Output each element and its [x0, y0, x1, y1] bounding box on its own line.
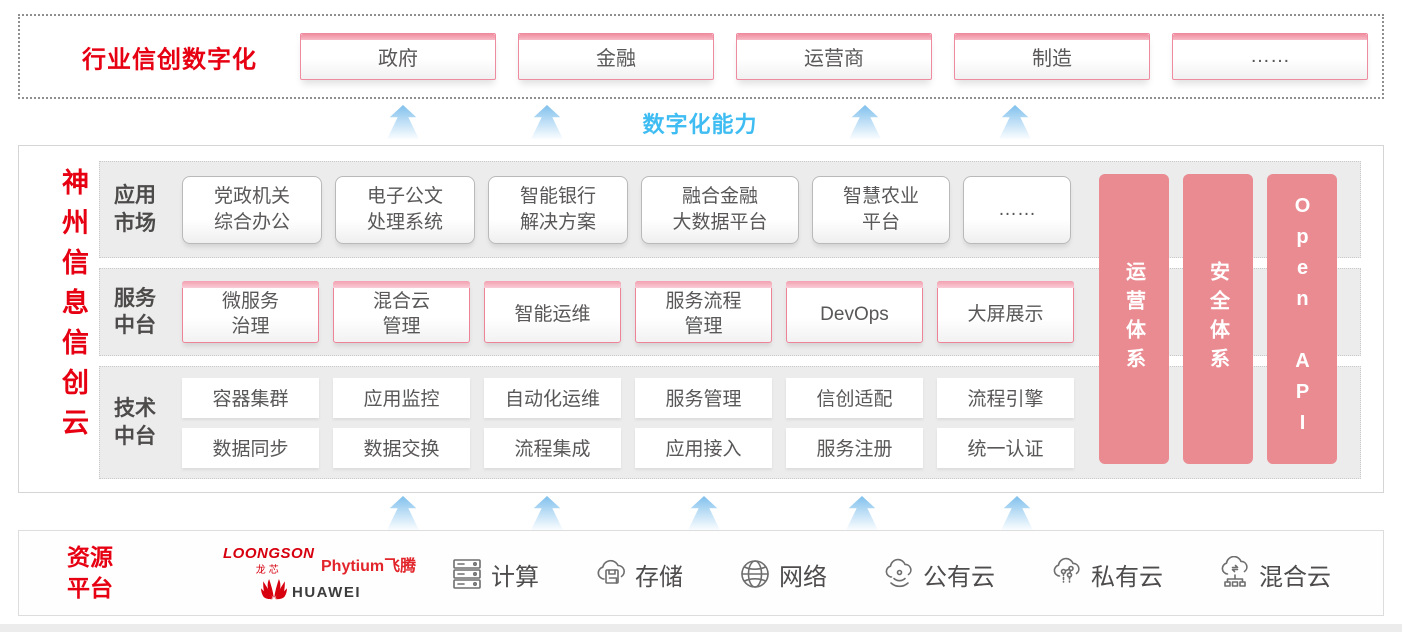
tech-box: 服务管理: [635, 377, 772, 418]
tech-box: 容器集群: [182, 377, 319, 418]
xinchuang-cloud-panel: 神州信息信创云 应用 市场 党政机关 综合办公电子公文 处理系统智能银行 解决方…: [18, 145, 1384, 493]
network-globe-icon: [737, 556, 773, 592]
huawei-flower-icon: [261, 579, 287, 606]
huawei-logo: HUAWEI: [261, 579, 361, 606]
pillar: 安全体系: [1183, 174, 1253, 464]
up-arrow-icon: [688, 496, 720, 530]
resource-label: 网络: [779, 563, 827, 591]
storage-cloud-icon: [593, 556, 629, 592]
up-arrow-icon: [387, 496, 419, 530]
phytium-logo: Phytium飞腾: [321, 558, 417, 575]
tech-box: 服务注册: [786, 427, 923, 468]
tech-boxes-top: 容器集群应用监控自动化运维服务管理信创适配流程引擎: [182, 377, 1074, 418]
loongson-cn-label: 龙芯: [255, 565, 282, 576]
app-market-box: 融合金融 大数据平台: [641, 175, 799, 244]
app-market-box: 电子公文 处理系统: [335, 175, 475, 244]
service-box: 大屏展示: [937, 281, 1074, 343]
industry-box: 制造: [954, 33, 1150, 80]
resource-platform-label: 资源 平台: [67, 543, 113, 601]
tech-box: 流程引擎: [937, 377, 1074, 418]
app-market-box: 党政机关 综合办公: [182, 175, 322, 244]
up-arrow-icon: [531, 105, 563, 139]
loongson-logo: LOONGSON 龙芯: [223, 545, 315, 576]
up-arrow-icon: [387, 105, 419, 139]
tech-platform-label: 技术 中台: [114, 397, 156, 448]
resource-platform-band: 资源 平台 LOONGSON 龙芯 Phytium飞腾: [18, 530, 1384, 616]
tech-box: 数据交换: [333, 427, 470, 468]
resource-label: 私有云: [1091, 563, 1163, 591]
up-arrow-icon: [849, 105, 881, 139]
service-box: 智能运维: [484, 281, 621, 343]
industry-box: 金融: [518, 33, 714, 80]
tech-boxes-bottom: 数据同步数据交换流程集成应用接入服务注册统一认证: [182, 427, 1074, 468]
resource-item: 公有云: [881, 556, 995, 592]
resource-item: 存储: [593, 556, 683, 592]
vendor-logos: LOONGSON 龙芯 Phytium飞腾 HUAWEI: [219, 539, 449, 609]
pillar: Open API: [1267, 174, 1337, 464]
tech-box: 应用监控: [333, 377, 470, 418]
service-platform-label: 服务 中台: [114, 286, 156, 337]
industry-box: ……: [1172, 33, 1368, 80]
service-box: 服务流程 管理: [635, 281, 772, 343]
app-market-box: 智能银行 解决方案: [488, 175, 628, 244]
resource-item: 私有云: [1049, 556, 1163, 592]
service-box: 混合云 管理: [333, 281, 470, 343]
resource-item: 混合云: [1217, 556, 1331, 592]
loongson-wordmark: LOONGSON: [223, 545, 315, 562]
tech-box: 流程集成: [484, 427, 621, 468]
tech-box: 信创适配: [786, 377, 923, 418]
service-box: DevOps: [786, 281, 923, 343]
server-icon: [449, 556, 485, 592]
pillar: 运营体系: [1099, 174, 1169, 464]
industry-box: 政府: [300, 33, 496, 80]
private-cloud-icon: [1049, 556, 1085, 592]
tech-box: 应用接入: [635, 427, 772, 468]
industry-boxes: 政府金融运营商制造 ……: [300, 33, 1368, 80]
up-arrow-icon: [1001, 496, 1033, 530]
service-box: 微服务 治理: [182, 281, 319, 343]
industry-digitalization-band: 行业信创数字化 政府金融运营商制造 ……: [18, 14, 1384, 99]
resource-item: 网络: [737, 556, 827, 592]
app-market-box: ……: [963, 175, 1071, 244]
resource-label: 存储: [635, 563, 683, 591]
tech-box: 数据同步: [182, 427, 319, 468]
up-arrow-icon: [846, 496, 878, 530]
huawei-wordmark: HUAWEI: [292, 584, 361, 601]
bottom-strip: [0, 624, 1402, 632]
app-market-box: 智慧农业 平台: [812, 175, 950, 244]
industry-band-title: 行业信创数字化: [82, 46, 257, 73]
tech-box: 自动化运维: [484, 377, 621, 418]
public-cloud-icon: [881, 556, 917, 592]
up-arrow-icon: [999, 105, 1031, 139]
app-market-boxes: 党政机关 综合办公电子公文 处理系统智能银行 解决方案融合金融 大数据平台智慧农…: [182, 175, 1071, 244]
industry-box: 运营商: [736, 33, 932, 80]
app-market-label: 应用 市场: [114, 184, 156, 235]
tech-box: 统一认证: [937, 427, 1074, 468]
resource-label: 混合云: [1259, 563, 1331, 591]
platform-title: 神州信息信创云: [58, 168, 88, 448]
up-arrow-icon: [531, 496, 563, 530]
capability-label: 数字化能力: [642, 112, 758, 137]
tech-boxes: 容器集群应用监控自动化运维服务管理信创适配流程引擎 数据同步数据交换流程集成应用…: [182, 377, 1074, 468]
resource-label: 公有云: [923, 563, 995, 591]
resource-items: 计算 存储 网络 公有云 私有云 混合云: [449, 531, 1331, 617]
resource-item: 计算: [449, 556, 539, 592]
resource-label: 计算: [491, 563, 539, 591]
hybrid-cloud-icon: [1217, 556, 1253, 592]
